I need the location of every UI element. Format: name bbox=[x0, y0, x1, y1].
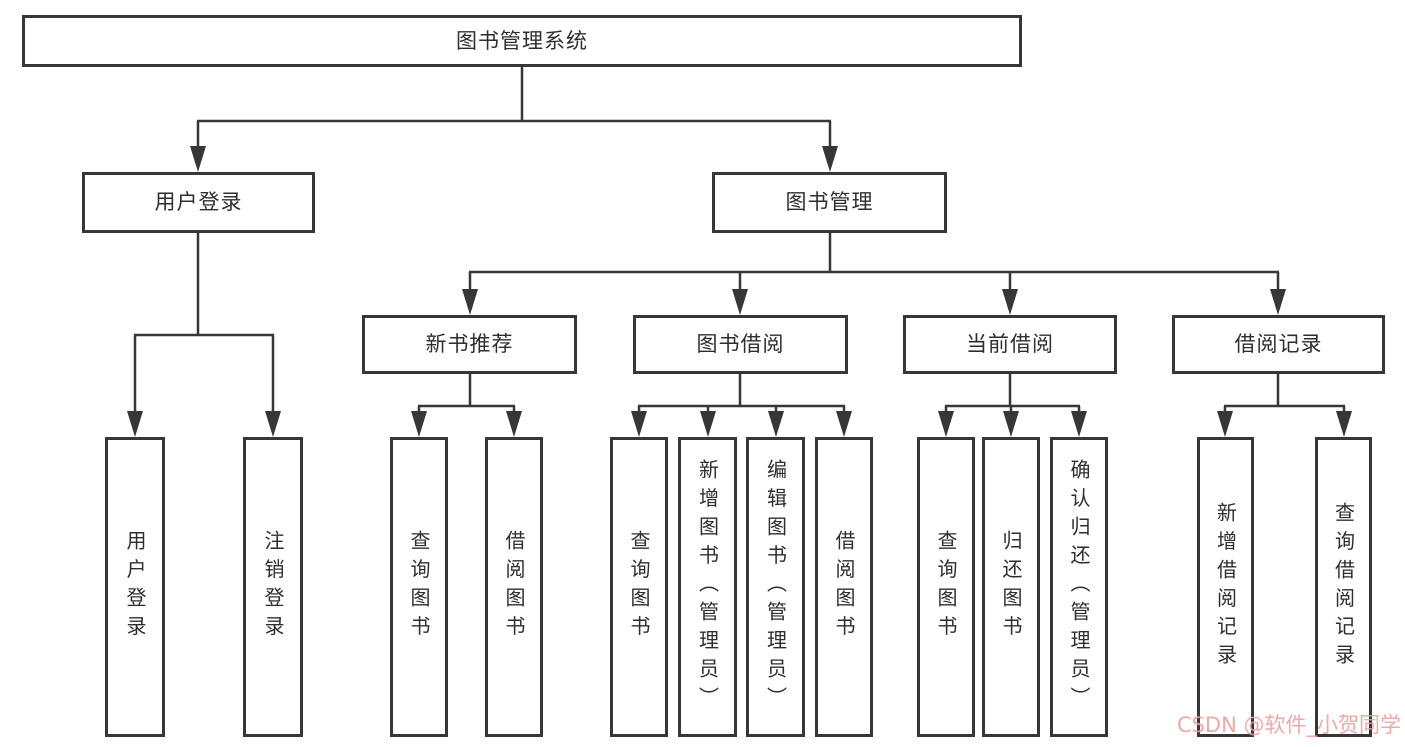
node-book-management: 图书管理 bbox=[712, 172, 947, 233]
leaf-user-login: 用户登录 bbox=[105, 437, 165, 737]
leaf-borrow-books-recommend: 借阅图书 bbox=[485, 437, 543, 737]
node-user-login: 用户登录 bbox=[82, 172, 315, 233]
leaf-add-books-admin: 新增图书（管理员） bbox=[678, 437, 737, 737]
leaf-query-books-recommend: 查询图书 bbox=[390, 437, 448, 737]
watermark: CSDN @软件_小贺同学 bbox=[1176, 713, 1401, 737]
node-new-book-recommend: 新书推荐 bbox=[362, 315, 577, 374]
leaf-query-books-current: 查询图书 bbox=[917, 437, 975, 737]
leaf-logout: 注销登录 bbox=[243, 437, 303, 737]
node-borrow-records: 借阅记录 bbox=[1172, 315, 1385, 374]
leaf-query-books-borrow: 查询图书 bbox=[610, 437, 668, 737]
leaf-query-borrow-record: 查询借阅记录 bbox=[1315, 437, 1372, 737]
node-current-borrow: 当前借阅 bbox=[903, 315, 1117, 374]
leaf-return-books: 归还图书 bbox=[982, 437, 1040, 737]
leaf-confirm-return-admin: 确认归还（管理员） bbox=[1050, 437, 1108, 737]
leaf-add-borrow-record: 新增借阅记录 bbox=[1197, 437, 1254, 737]
leaf-edit-books-admin: 编辑图书（管理员） bbox=[746, 437, 805, 737]
arrowhead-icons bbox=[127, 146, 1352, 437]
leaf-borrow-books: 借阅图书 bbox=[815, 437, 873, 737]
node-book-borrow: 图书借阅 bbox=[633, 315, 848, 374]
node-root: 图书管理系统 bbox=[22, 15, 1022, 67]
